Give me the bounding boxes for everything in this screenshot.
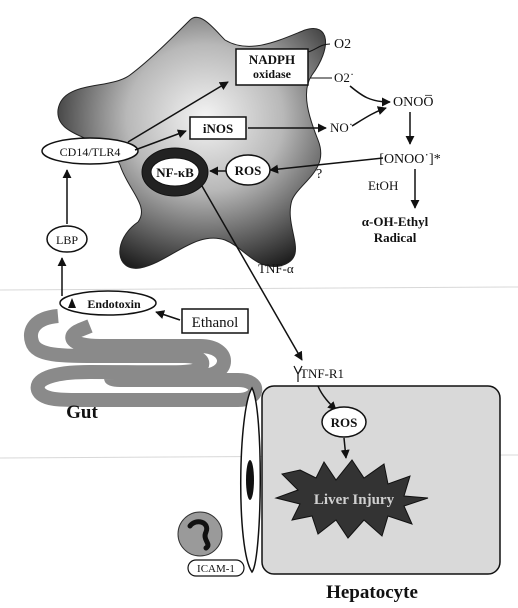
peroxy-radical-label: [ONOO˙]* xyxy=(379,152,440,167)
tnf-alpha-label: TNF-α xyxy=(258,261,294,276)
etoh-label: EtOH xyxy=(368,178,398,193)
ethanol-label: Ethanol xyxy=(192,315,239,331)
inos-label: iNOS xyxy=(203,121,233,136)
no-label: NO˙ xyxy=(330,120,353,135)
radical-label-line2: Radical xyxy=(374,230,417,245)
radical-label-line1: α-OH-Ethyl xyxy=(362,214,429,229)
nadph-label: NADPH xyxy=(249,52,295,67)
liver-injury-label: Liver Injury xyxy=(314,492,395,508)
hepatocyte-ros-label: ROS xyxy=(331,415,358,430)
superoxide-to-peroxynitrite-arrow xyxy=(350,86,390,102)
hepatocyte-label: Hepatocyte xyxy=(326,582,418,603)
kupffer-ros-label: ROS xyxy=(235,163,262,178)
endothelial-nucleus xyxy=(246,460,254,500)
cd14-label: CD14/TLR4 xyxy=(60,145,121,159)
lbp-label: LBP xyxy=(56,233,78,247)
no-to-peroxynitrite-arrow xyxy=(352,108,386,126)
neutrophil-cell xyxy=(178,512,222,556)
icam1-label: ICAM-1 xyxy=(197,563,235,575)
superoxide-label: O2˙ xyxy=(334,70,354,85)
oxidase-label: oxidase xyxy=(253,67,292,81)
background-line xyxy=(0,287,518,290)
question-mark: ? xyxy=(316,167,322,182)
o2-label: O2 xyxy=(334,37,351,52)
gut-label: Gut xyxy=(66,402,98,423)
peroxynitrite-label: ONOO̅ xyxy=(393,94,433,110)
nfkb-label: NF-κB xyxy=(156,165,194,180)
ethanol-to-endotoxin-arrow xyxy=(156,312,180,320)
endotoxin-label: Endotoxin xyxy=(87,297,141,311)
tnf-r1-label: TNF-R1 xyxy=(300,366,344,381)
